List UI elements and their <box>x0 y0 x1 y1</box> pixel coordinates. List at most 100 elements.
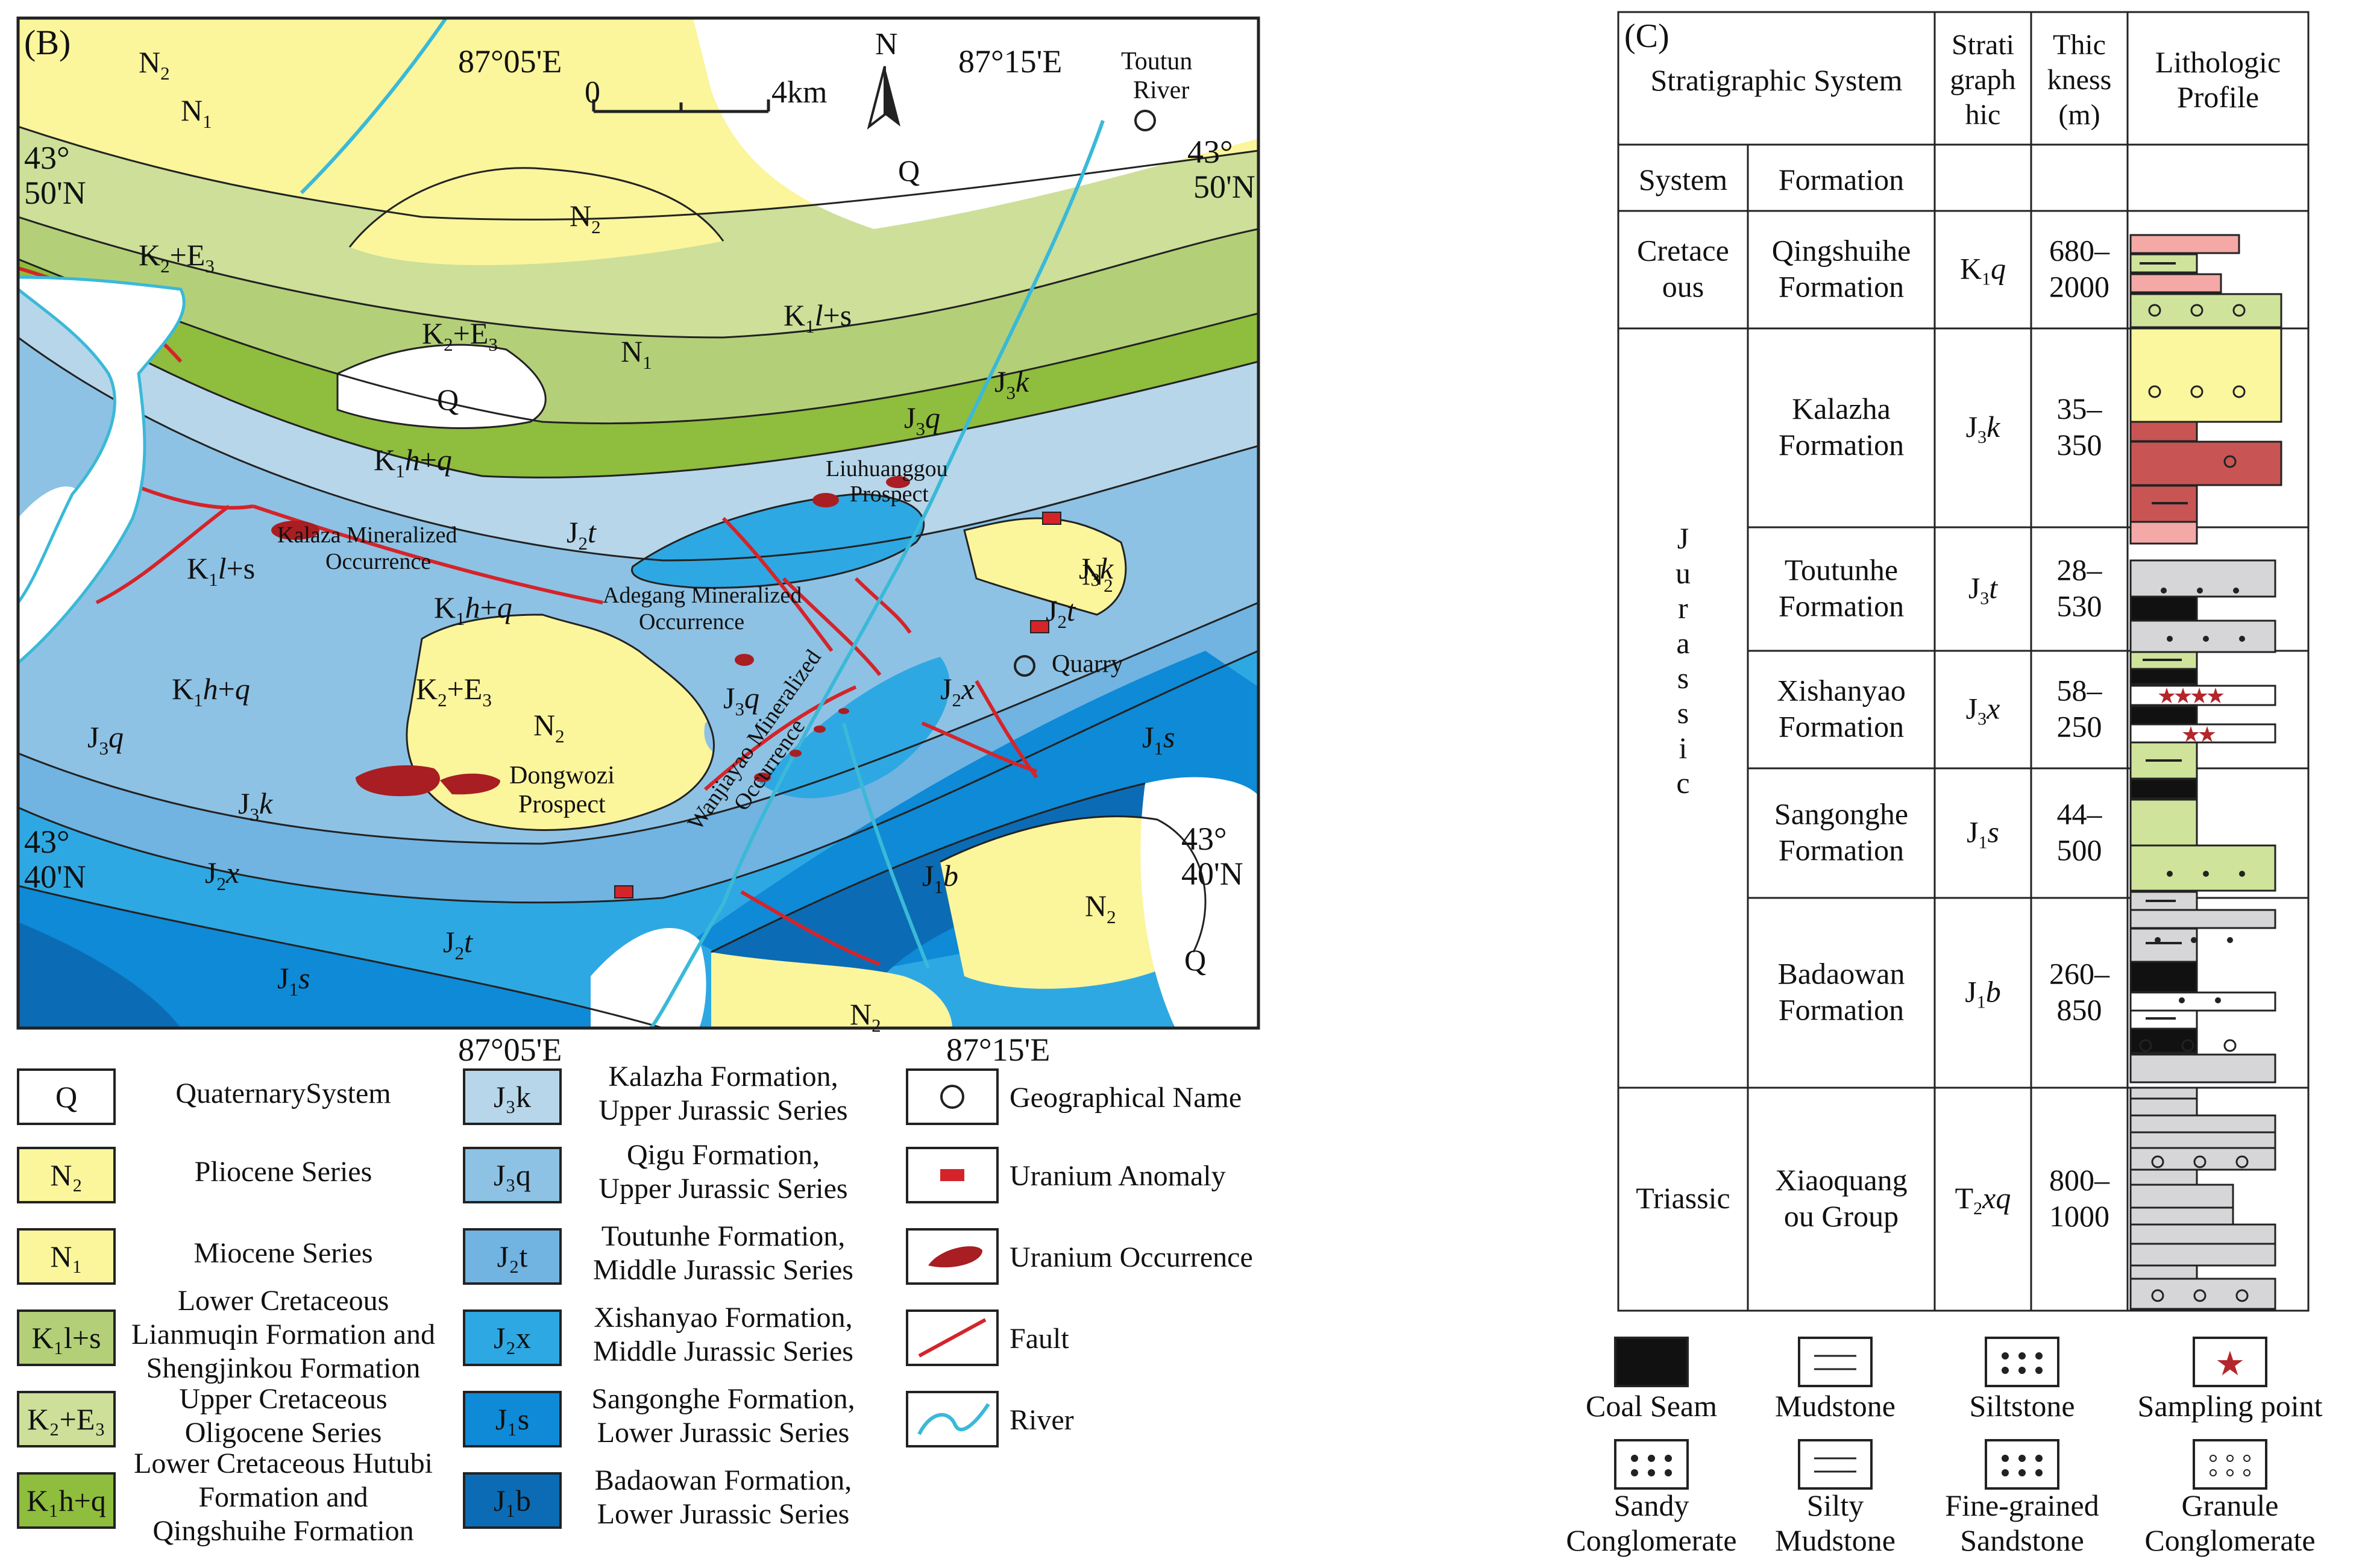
label-k1ls-west: K1l+s <box>187 551 255 590</box>
label-j2t-south: J2t <box>443 925 473 964</box>
uranium-occurrence <box>440 773 500 795</box>
sampling-star: ★ <box>2157 684 2176 708</box>
legend-label: Xishanyao Formation,Middle Jurassic Seri… <box>593 1302 853 1367</box>
label-k2e3-west: K2+E3 <box>139 238 215 277</box>
geo-name-circle <box>1134 110 1156 131</box>
legend-code: J₁b <box>494 1484 531 1517</box>
unit-n2-south <box>711 952 952 1028</box>
label-k1hq-north: K1h+q <box>374 443 452 481</box>
legend-swatch <box>463 1472 562 1529</box>
legend-code: N₂ <box>50 1158 83 1192</box>
system-cell: Triassic <box>1636 1181 1730 1215</box>
litho-dot <box>2197 588 2203 594</box>
river-icon <box>917 1403 990 1435</box>
legend-swatch <box>17 1228 116 1285</box>
litho-pebble <box>2151 1289 2164 1302</box>
litho-pebble <box>2193 1289 2207 1302</box>
uranium-occurrence <box>790 750 802 757</box>
label-k1hq-centre: K1h+q <box>434 591 512 629</box>
litho-bed <box>2129 961 2198 993</box>
label-k1hq-west: K1h+q <box>172 672 250 710</box>
litho-legend-item <box>1614 1439 1689 1490</box>
litho-legend-item <box>1985 1439 2059 1490</box>
unit-j2x-wedge <box>759 657 950 798</box>
legend-symbol-0 <box>906 1068 999 1125</box>
legend-code: Q <box>55 1080 77 1114</box>
label-j1s-south: J1s <box>277 961 310 1000</box>
legend-symbol-label: Fault <box>1010 1323 1069 1355</box>
litho-bed <box>2129 273 2222 293</box>
legend-label: QuaternarySystem <box>175 1077 391 1109</box>
litho-legend-swatch <box>2193 1337 2267 1387</box>
uranium-occurrence <box>735 654 754 666</box>
legend-swatch <box>17 1147 116 1203</box>
litho-dot <box>2191 937 2197 943</box>
litho-pebble <box>2148 304 2161 317</box>
occurrence-icon <box>928 1246 982 1268</box>
litho-bed <box>2129 651 2198 670</box>
legend-label: Qigu Formation,Upper Jurassic Series <box>598 1139 847 1205</box>
legend-code: J₃k <box>494 1080 531 1114</box>
litho-bed <box>2129 293 2282 328</box>
litho-bed <box>2129 991 2276 1012</box>
litho-legend-label: Mudstone <box>1775 1389 1896 1423</box>
legend-symbol-4 <box>906 1391 999 1447</box>
label-j3k-west: J3k <box>238 786 273 825</box>
uranium-occurrence <box>754 773 771 782</box>
litho-pebble <box>2235 1155 2249 1168</box>
label-n1-centre: N1 <box>621 334 652 373</box>
legend-label: Sangonghe Formation,Lower Jurassic Serie… <box>591 1383 855 1449</box>
litho-legend-swatch <box>1798 1337 1873 1387</box>
uranium-anomaly <box>1030 620 1049 633</box>
uranium-occurrence <box>814 726 826 733</box>
litho-legend-swatch <box>1614 1337 1689 1387</box>
geological-map <box>18 18 1258 1028</box>
legend-code: J₁s <box>495 1402 529 1436</box>
quarry-label: Quarry <box>1052 650 1123 678</box>
thickness-cell: 800–1000 <box>2049 1163 2110 1233</box>
label-k2e3-south: K2+E3 <box>416 672 492 710</box>
litho-legend-item <box>1985 1337 2059 1387</box>
uranium-occurrence <box>886 476 910 488</box>
litho-pebble <box>2139 1039 2152 1052</box>
litho-bed <box>2129 1264 2198 1280</box>
litho-bed <box>2129 844 2276 892</box>
geo-name-circle <box>1014 655 1035 677</box>
litho-legend-swatch <box>1985 1337 2059 1387</box>
header-formation: Formation <box>1779 163 1904 196</box>
litho-bed <box>2129 1278 2276 1310</box>
legend-symbol-2 <box>906 1228 999 1285</box>
litho-bed <box>2129 619 2276 653</box>
symbol-cell: T2xq <box>1955 1181 2011 1218</box>
uranium-occurrence <box>271 521 319 540</box>
litho-pebble <box>2232 385 2246 398</box>
legend-swatch <box>463 1391 562 1447</box>
litho-bed <box>2129 778 2198 800</box>
legend-symbol-1 <box>906 1147 999 1203</box>
lat-50-right: 43°50'N <box>1187 134 1255 205</box>
litho-legend-item <box>1798 1337 1873 1387</box>
sampling-point-icon: ★ <box>2215 1346 2245 1383</box>
litho-legend-swatch <box>1798 1439 1873 1490</box>
fault-icon <box>918 1318 987 1358</box>
symbol-cell: J1b <box>1965 975 2000 1012</box>
legend-swatch <box>17 1068 116 1125</box>
litho-bed <box>2129 1114 2276 1134</box>
litho-dot <box>2239 871 2245 877</box>
litho-legend-label: Coal Seam <box>1586 1389 1717 1423</box>
label-j3q-west: J3q <box>87 720 124 759</box>
legend-label: Pliocene Series <box>195 1156 372 1188</box>
litho-pebble <box>2151 1155 2164 1168</box>
litho-pebble <box>2193 1155 2207 1168</box>
litho-pebble <box>2232 304 2246 317</box>
lon-bottom-2: 87°15'E <box>946 1032 1050 1068</box>
litho-pebble <box>2148 385 2161 398</box>
litho-bed <box>2129 723 2276 744</box>
litho-dot <box>2155 937 2161 943</box>
